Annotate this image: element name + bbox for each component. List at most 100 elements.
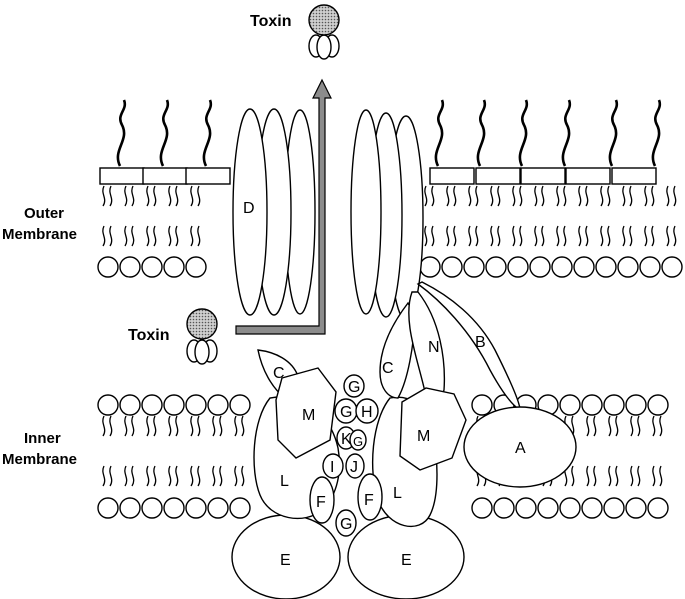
lipid-tail bbox=[168, 415, 179, 437]
lipid-tail bbox=[168, 225, 179, 247]
secretion-path-arrow bbox=[235, 78, 332, 335]
lps-block bbox=[520, 167, 566, 185]
protein-d-label: D bbox=[243, 200, 255, 217]
lipid-head bbox=[441, 256, 463, 278]
lipid-head bbox=[603, 394, 625, 416]
protein-f-right-label: F bbox=[364, 492, 374, 509]
lipid-tail bbox=[190, 465, 201, 487]
lipid-tail bbox=[586, 415, 597, 437]
lipid-tail bbox=[234, 415, 245, 437]
lipid-head bbox=[551, 256, 573, 278]
inner-membrane-label-line2: Membrane bbox=[2, 451, 77, 468]
lipid-tail bbox=[424, 185, 435, 207]
lipid-tail bbox=[644, 185, 655, 207]
lipid-tail bbox=[212, 465, 223, 487]
protein-g-bottom-label: G bbox=[340, 516, 352, 533]
protein-e-right-label: E bbox=[401, 552, 412, 569]
lipid-tail bbox=[190, 225, 201, 247]
lipid-tail bbox=[490, 185, 501, 207]
lps-chain bbox=[116, 99, 127, 167]
protein-g-small-label: G bbox=[353, 434, 363, 449]
lipid-head bbox=[537, 497, 559, 519]
lipid-head bbox=[207, 394, 229, 416]
lipid-head bbox=[625, 394, 647, 416]
lipid-tail bbox=[102, 185, 113, 207]
lps-chain bbox=[518, 99, 529, 167]
lps-block bbox=[142, 167, 188, 185]
lipid-tail bbox=[146, 185, 157, 207]
protein-i-label: I bbox=[330, 459, 334, 476]
inner-membrane-label-line1: Inner bbox=[24, 430, 61, 447]
lipid-head bbox=[581, 497, 603, 519]
lipid-tail bbox=[556, 225, 567, 247]
lipid-tail bbox=[124, 185, 135, 207]
lipid-tail bbox=[124, 225, 135, 247]
lipid-head bbox=[493, 497, 515, 519]
toxin-molecule-icon bbox=[308, 4, 340, 60]
lipid-tail bbox=[146, 225, 157, 247]
lipid-head bbox=[617, 256, 639, 278]
lps-block bbox=[99, 167, 145, 185]
lipid-head bbox=[529, 256, 551, 278]
lipid-head bbox=[97, 394, 119, 416]
lipid-head bbox=[595, 256, 617, 278]
lipid-tail bbox=[212, 415, 223, 437]
lipid-head bbox=[463, 256, 485, 278]
protein-m-right-label: M bbox=[417, 428, 430, 445]
lipid-head bbox=[559, 394, 581, 416]
lipid-tail bbox=[534, 225, 545, 247]
lipid-tail bbox=[622, 225, 633, 247]
lps-block bbox=[429, 167, 475, 185]
lipid-tail bbox=[512, 225, 523, 247]
protein-f-left-label: F bbox=[316, 494, 326, 511]
lipid-head bbox=[185, 497, 207, 519]
lipid-tail bbox=[644, 225, 655, 247]
lipid-tail bbox=[468, 185, 479, 207]
lipid-head bbox=[581, 394, 603, 416]
lipid-tail bbox=[608, 465, 619, 487]
lipid-head bbox=[163, 394, 185, 416]
lipid-tail bbox=[578, 185, 589, 207]
protein-j-label: J bbox=[350, 459, 358, 476]
protein-h-label: H bbox=[361, 404, 373, 421]
lipid-head bbox=[625, 497, 647, 519]
lipid-head bbox=[185, 394, 207, 416]
lps-chain bbox=[651, 99, 662, 167]
lipid-tail bbox=[666, 225, 677, 247]
toxin-top-label: Toxin bbox=[250, 13, 291, 30]
lipid-head bbox=[647, 497, 669, 519]
protein-c-left-label: C bbox=[273, 365, 285, 382]
outer-membrane-label-line2: Membrane bbox=[2, 226, 77, 243]
secretin-pore bbox=[232, 108, 424, 321]
lps-chain bbox=[159, 99, 170, 167]
protein-g-mid-label: G bbox=[340, 404, 352, 421]
lipid-tail bbox=[622, 185, 633, 207]
lipid-head bbox=[485, 256, 507, 278]
lipid-tail bbox=[124, 415, 135, 437]
protein-l-right-label: L bbox=[393, 485, 402, 502]
lipid-tail bbox=[600, 225, 611, 247]
lipid-tail bbox=[534, 185, 545, 207]
lipid-tail bbox=[666, 185, 677, 207]
lipid-head bbox=[97, 256, 119, 278]
lipid-tail bbox=[490, 225, 501, 247]
lps-block bbox=[185, 167, 231, 185]
lipid-head bbox=[119, 497, 141, 519]
lps-chain bbox=[202, 99, 213, 167]
lipid-tail bbox=[652, 465, 663, 487]
protein-labels: C M L F F L M C N B A E E G G H K G I J … bbox=[273, 334, 526, 569]
lipid-tail bbox=[102, 225, 113, 247]
lipid-tail bbox=[124, 465, 135, 487]
lps-block bbox=[611, 167, 657, 185]
lipid-tail bbox=[512, 185, 523, 207]
lipid-tail bbox=[190, 185, 201, 207]
lps-block bbox=[565, 167, 611, 185]
lipid-tail bbox=[630, 465, 641, 487]
lipid-head bbox=[603, 497, 625, 519]
lipid-tail bbox=[102, 465, 113, 487]
toxin-molecule-icon bbox=[186, 308, 218, 365]
lipid-head bbox=[207, 497, 229, 519]
lipid-head bbox=[141, 394, 163, 416]
lps-chain bbox=[608, 99, 619, 167]
